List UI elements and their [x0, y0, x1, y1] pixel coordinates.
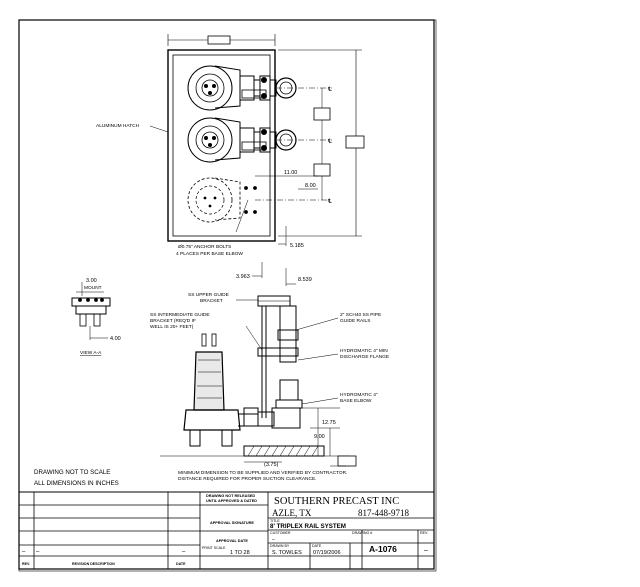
dim-3-00: 3.00 [86, 278, 97, 284]
basin-outline [167, 49, 276, 242]
anchor-note-1: Ø0.75" ANCHOR BOLTS [178, 244, 231, 250]
pump-plan-3 [187, 177, 241, 223]
intermediate-label-3: WELL IS 20+ FEET) [150, 324, 194, 330]
view-label: VIEW A-A [80, 350, 102, 356]
dim-8-00: 8.00 [305, 183, 316, 189]
dim-4-00: 4.00 [110, 336, 121, 342]
approval-signature-label: APPROVAL SIGNATURE [210, 521, 254, 525]
spacing-box-1 [313, 107, 331, 121]
customer-label: CUSTOMER [270, 531, 291, 535]
elevation-labels: 3.963 8.539 SS UPPER GUIDE BRACKET SS IN… [150, 274, 389, 482]
detail-view [71, 282, 111, 340]
print-scale-label: PRINT SCALE [202, 546, 226, 550]
note-line-2: ALL DIMENSIONS IN INCHES [34, 480, 119, 487]
dim-12-75: 12.75 [322, 420, 336, 426]
centerline-mark-1: ℄ [327, 87, 332, 93]
dim-5-185: 5.185 [290, 243, 304, 249]
centerline-mark-2: ℄ [327, 139, 332, 145]
elbow-label-2: BASE ELBOW [340, 398, 372, 404]
title-label: TITLE [270, 519, 280, 523]
dim-3-75: (3.75) [264, 462, 279, 468]
upper-bracket-label-2: BRACKET [200, 298, 223, 304]
title-block-text: SOUTHERN PRECAST INC AZLE, TX 817-448-97… [22, 494, 428, 566]
drawing-date: 07/19/2006 [313, 550, 341, 556]
drawing-title: 8' TRIPLEX RAIL SYSTEM [270, 523, 346, 530]
flange-label-1: HYDROMATIC 4" MIN [340, 348, 388, 354]
revision-description-header: REVISION DESCRIPTION [72, 562, 115, 566]
elbow-label-1: HYDROMATIC 4" [340, 392, 378, 398]
rev-column-header: REV. [22, 562, 30, 566]
mount-label: MOUNT [84, 285, 102, 291]
upper-bracket-label-1: SS UPPER GUIDE [188, 292, 229, 298]
dim-9-00: 9.00 [314, 434, 325, 440]
approval-note-2: UNTIL APPROVED & DATED [206, 499, 257, 503]
plan-labels: ALUMINUM HATCH 11.00 8.00 5.185 Ø0.75" A… [96, 87, 332, 257]
plan-view [149, 34, 365, 246]
approval-note-1: DRAWING NOT RELEASED [206, 494, 255, 498]
drawing-number-label: DRAWING # [352, 531, 372, 535]
title-block [18, 491, 435, 570]
intermediate-label-1: SS INTERMEDIATE GUIDE [150, 312, 210, 318]
date-column-header: DATE [176, 562, 186, 566]
customer-dash: – [272, 537, 275, 543]
approval-date-label: APPROVAL DATE [216, 539, 248, 543]
date-label: DATE [312, 544, 322, 548]
hatch-label: ALUMINUM HATCH [96, 123, 140, 129]
anchor-note-2: 4 PLACES PER BASE ELBOW [176, 251, 243, 257]
rev-row-dash-1: – [22, 549, 26, 555]
detail-labels: 3.00 MOUNT 4.00 VIEW A-A [80, 278, 121, 356]
drawn-by-label: DRAWN BY [270, 544, 290, 548]
flange-label-2: DISCHARGE FLANGE [340, 354, 389, 360]
overall-height-box [345, 135, 365, 149]
min-note-1: MINIMUM DIMENSION TO BE SUPPLIED AND VER… [178, 470, 347, 476]
drawn-by: S. TOWLES [272, 550, 302, 556]
dim-3-963: 3.963 [236, 274, 250, 280]
rev-label: REV. [420, 531, 428, 535]
base-slab [243, 445, 325, 457]
drawing-notes: DRAWING NOT TO SCALE ALL DIMENSIONS IN I… [34, 469, 119, 487]
company-name: SOUTHERN PRECAST INC [274, 496, 399, 507]
company-phone: 817-448-9718 [358, 508, 409, 518]
drawing-number: A-1076 [369, 544, 397, 554]
rails-label-1: 2" SCH40 SS PIPE [340, 312, 381, 318]
print-scale: 1 TO 28 [230, 550, 250, 556]
centerline-mark-3: ℄ [327, 199, 332, 205]
min-note-2: DISTANCE REQUIRED FOR PROPER SUCTION CLE… [178, 476, 317, 482]
rev-row-dash-3: – [182, 549, 186, 555]
rails-label-2: GUIDE RAILS [340, 318, 370, 324]
elevation-view [160, 262, 357, 467]
overall-width-box [207, 35, 231, 45]
sheet-border-inner [18, 19, 437, 572]
pump-elevation [183, 333, 275, 447]
spacing-box-2 [313, 163, 331, 177]
intermediate-bracket [257, 347, 299, 357]
company-city: AZLE, TX [272, 508, 312, 518]
rev-row-dash-2: – [36, 549, 40, 555]
min-dim-box [337, 455, 357, 467]
dim-8-539: 8.539 [298, 277, 312, 283]
dim-11-00: 11.00 [284, 170, 297, 176]
intermediate-label-2: BRACKET (REQ'D IF [150, 318, 196, 324]
discharge-pipe [279, 305, 297, 363]
note-line-1: DRAWING NOT TO SCALE [34, 469, 110, 476]
rev-value: – [424, 547, 428, 554]
